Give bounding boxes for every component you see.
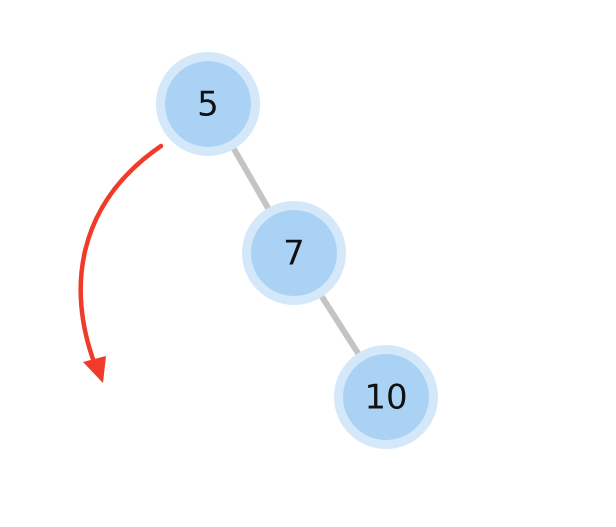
rotation-arrow-icon [78,143,164,383]
nodes-layer: 5 7 10 [156,52,438,449]
node-label-5: 5 [197,85,219,125]
rotation-arrow-head [83,356,106,383]
node-label-10: 10 [364,378,407,418]
tree-node-7: 7 [242,201,346,305]
rotation-arrow-shaft [78,143,164,365]
tree-node-5: 5 [156,52,260,156]
node-label-7: 7 [283,234,305,274]
tree-node-10: 10 [334,345,438,449]
